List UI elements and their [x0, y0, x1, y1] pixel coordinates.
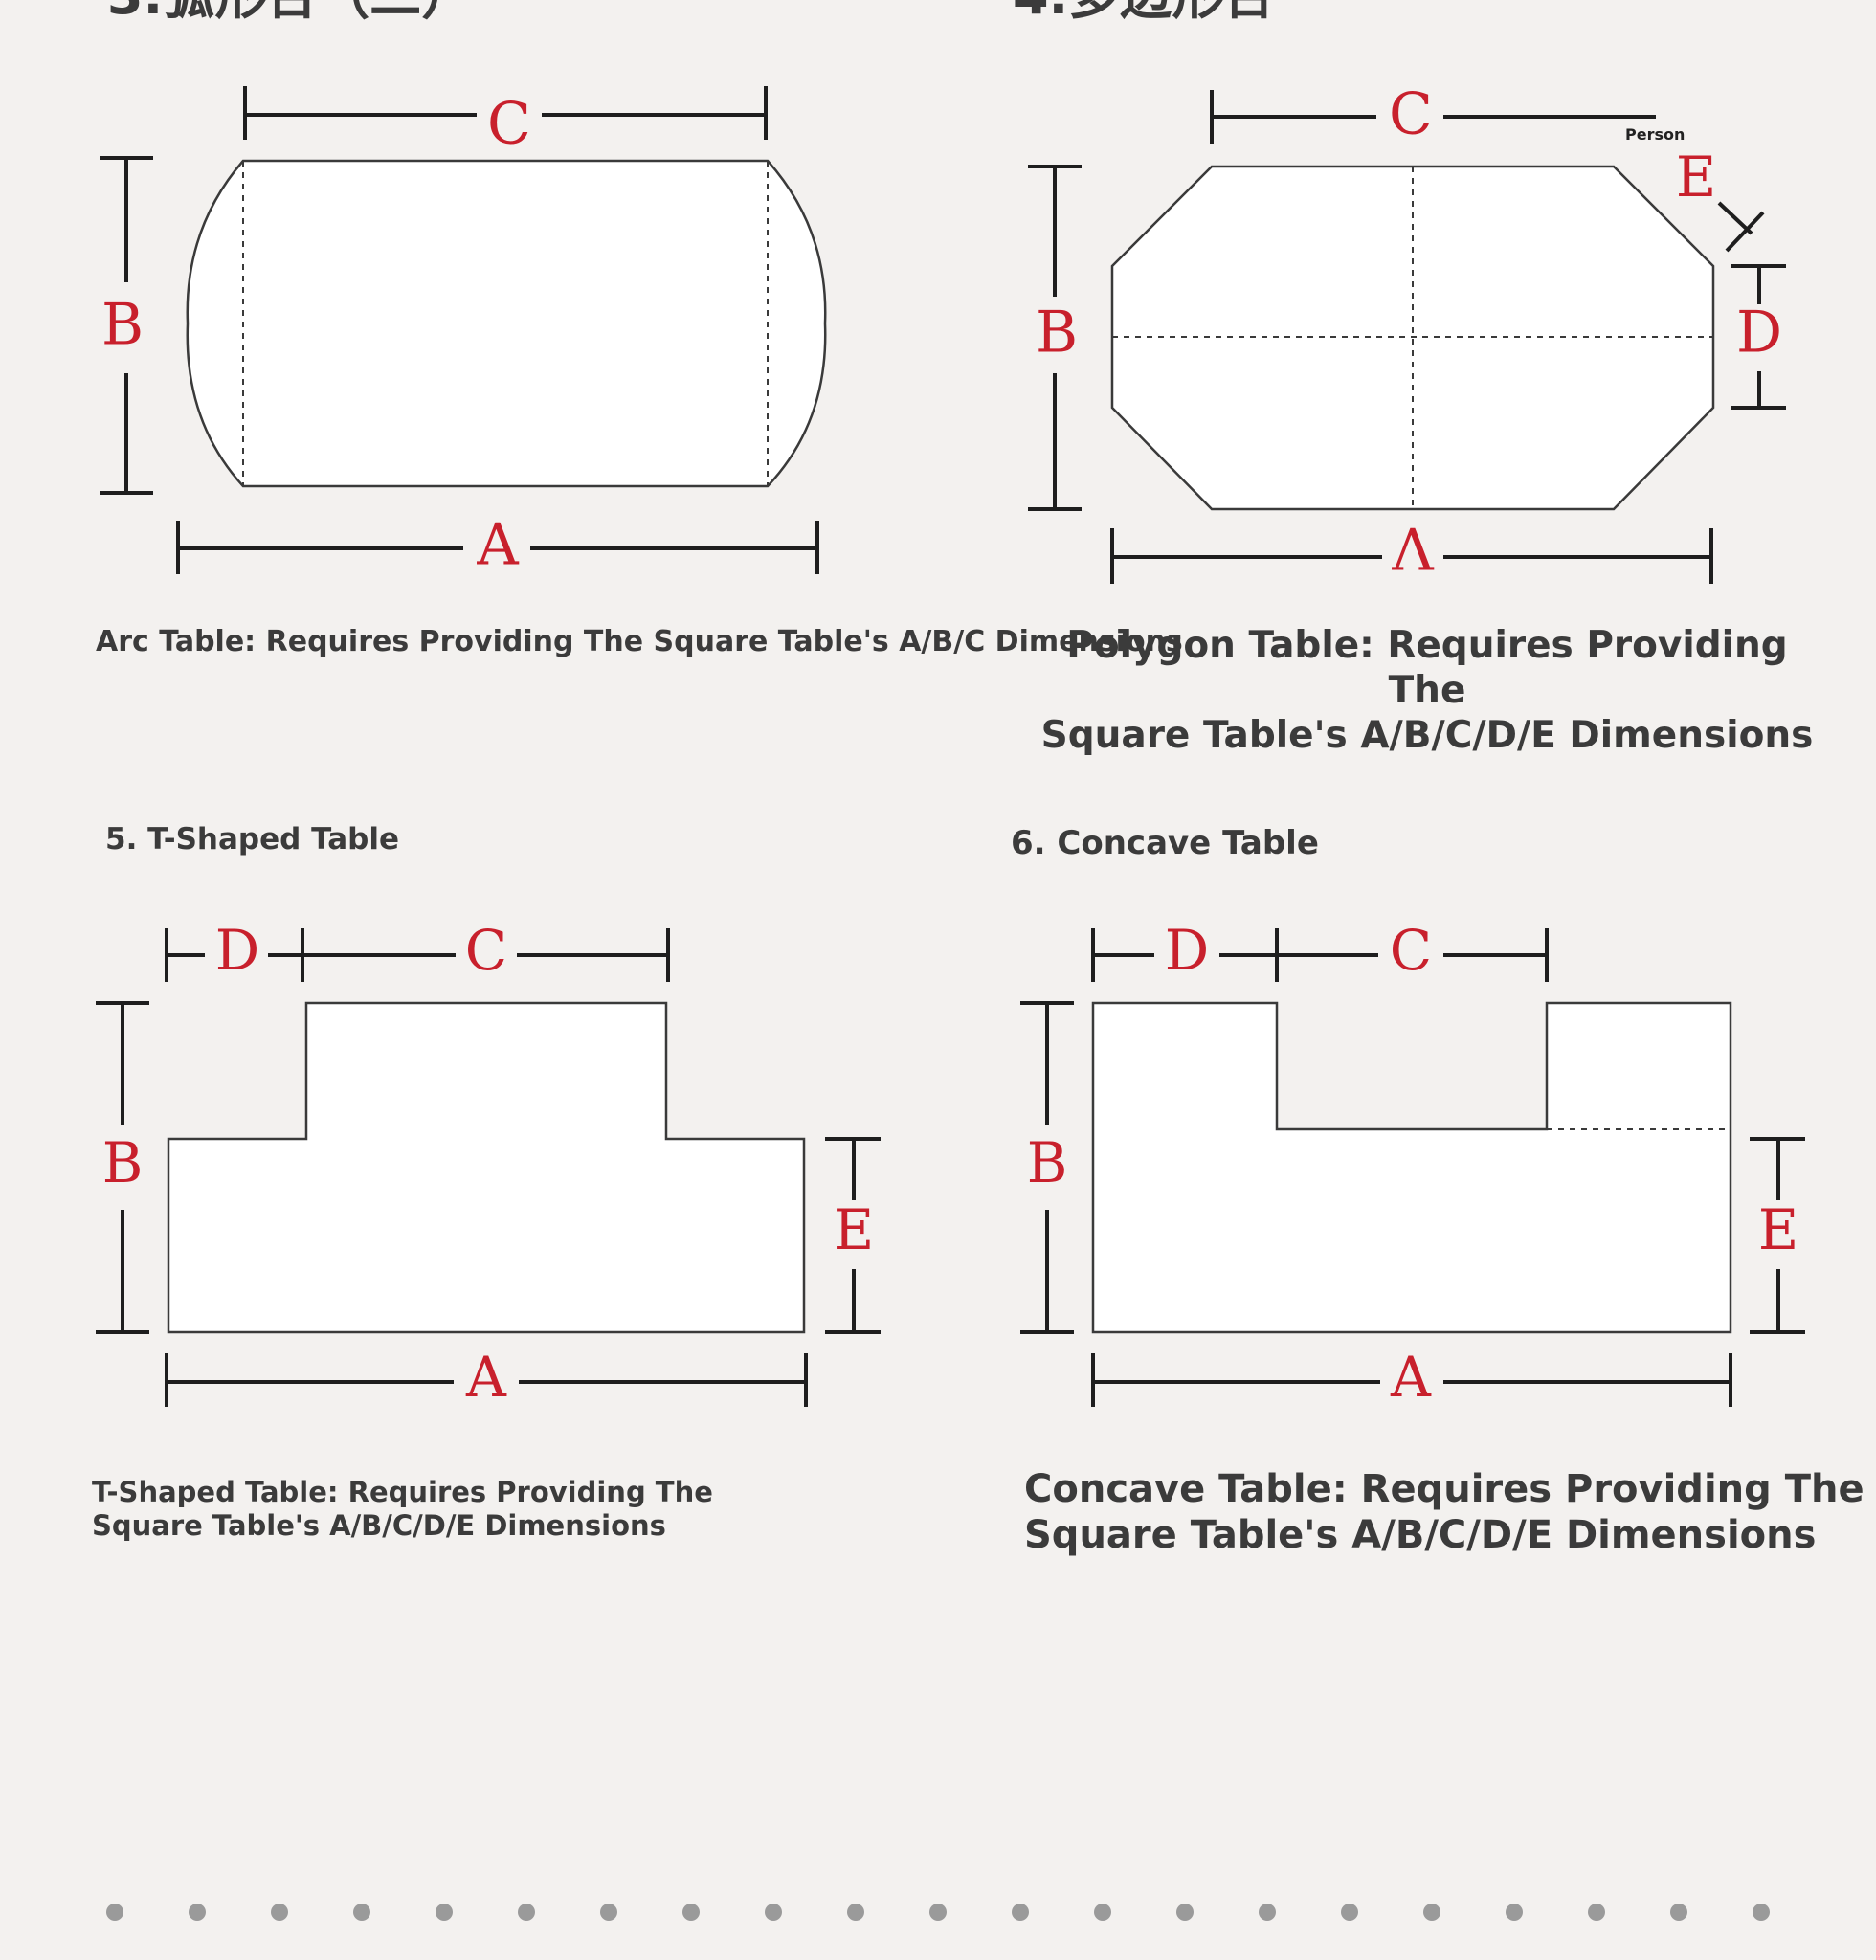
heading-polygon-table-cn: 4.多边形台	[1013, 0, 1275, 26]
pagination-dot	[1588, 1904, 1605, 1921]
polygon-table-dimension-b	[1028, 165, 1082, 511]
concave-table-dimension-a	[1091, 1353, 1732, 1407]
t-shaped-table-label-c: C	[465, 918, 507, 983]
polygon-table-label-a: Λ	[1391, 518, 1434, 585]
concave-table-dimension-d-c	[1091, 928, 1549, 982]
concave-table-dimension-b	[1020, 1001, 1074, 1334]
arc-table-label-a: A	[476, 512, 519, 579]
pagination-dot	[1670, 1904, 1687, 1921]
person-tag: Person	[1625, 125, 1685, 144]
pagination-dot	[1176, 1904, 1194, 1921]
t-shaped-table-label-e: E	[834, 1197, 874, 1262]
pagination-dot	[518, 1904, 535, 1921]
arc-table-shape	[186, 159, 827, 488]
caption-concave-table: Concave Table: Requires Providing The Sq…	[1024, 1467, 1865, 1557]
polygon-table-diagram: C Person E B D Λ	[1028, 81, 1786, 585]
pagination-dot	[189, 1904, 206, 1921]
t-shaped-table-diagram: D C B E A	[96, 918, 881, 1410]
pagination-dot	[271, 1904, 288, 1921]
polygon-table-label-e: E	[1676, 145, 1716, 210]
concave-table-label-d: D	[1165, 918, 1210, 983]
section-title-concave-table: 6. Concave Table	[1011, 824, 1319, 862]
polygon-table-dimension-e	[1717, 201, 1765, 253]
pagination-dot	[765, 1904, 782, 1921]
polygon-table-label-c: C	[1389, 81, 1433, 148]
caption-t-shaped-table: T-Shaped Table: Requires Providing The S…	[92, 1476, 713, 1542]
polygon-table-dimension-c	[1210, 90, 1656, 144]
caption-polygon-table: Polygon Table: Requires Providing The Sq…	[1040, 624, 1814, 757]
section-title-t-shaped-table: 5. T-Shaped Table	[105, 822, 400, 857]
t-shaped-table-label-b: B	[102, 1130, 144, 1195]
pagination-dot	[353, 1904, 370, 1921]
pagination-dot	[1506, 1904, 1523, 1921]
arc-table-label-c: C	[487, 91, 531, 158]
polygon-table-dimension-a	[1110, 528, 1713, 584]
t-shaped-table-shape	[167, 1001, 806, 1334]
arc-table-label-b: B	[101, 292, 144, 359]
t-shaped-table-dimension-b	[96, 1001, 149, 1334]
t-shaped-table-label-d: D	[215, 918, 260, 983]
pagination-dot	[600, 1904, 617, 1921]
pagination-dot	[1753, 1904, 1770, 1921]
pagination-dots	[106, 1904, 1770, 1921]
concave-table-shape	[1091, 1001, 1732, 1334]
pagination-dot	[1423, 1904, 1440, 1921]
concave-table-label-c: C	[1390, 918, 1432, 983]
pagination-dot	[436, 1904, 453, 1921]
pagination-dot	[847, 1904, 864, 1921]
arc-table-dimension-c	[243, 86, 768, 140]
concave-table-diagram: D C B E A	[1020, 918, 1805, 1410]
concave-table-label-b: B	[1027, 1130, 1068, 1195]
polygon-table-label-b: B	[1036, 300, 1078, 367]
t-shaped-table-dimension-a	[165, 1353, 808, 1407]
t-shaped-table-dimension-d-c	[165, 928, 670, 982]
pagination-dot	[682, 1904, 700, 1921]
heading-arc-table-cn: 3.弧形台（二）	[107, 0, 473, 26]
pagination-dot	[106, 1904, 123, 1921]
arc-table-dimension-a	[176, 521, 819, 574]
pagination-dot	[1012, 1904, 1029, 1921]
caption-arc-table: Arc Table: Requires Providing The Square…	[96, 625, 1183, 658]
polygon-table-dimension-d	[1731, 264, 1786, 410]
pagination-dot	[1341, 1904, 1358, 1921]
arc-table-diagram: C B A	[100, 86, 827, 579]
concave-table-label-a: A	[1390, 1345, 1432, 1410]
pagination-dot	[1094, 1904, 1111, 1921]
pagination-dot	[929, 1904, 947, 1921]
concave-table-label-e: E	[1758, 1197, 1798, 1262]
concave-table-dimension-e	[1750, 1137, 1805, 1334]
t-shaped-table-label-a: A	[465, 1345, 507, 1410]
pagination-dot	[1259, 1904, 1276, 1921]
t-shaped-table-dimension-e	[825, 1137, 881, 1334]
arc-table-dimension-b	[100, 156, 153, 495]
polygon-table-label-d: D	[1736, 300, 1782, 367]
